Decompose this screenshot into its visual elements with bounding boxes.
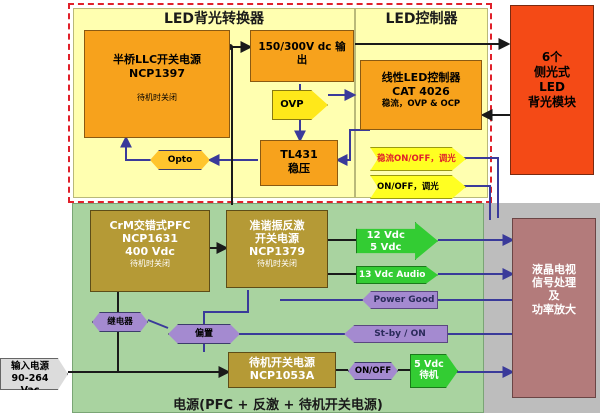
- pfc-block: CrM交错式PFC NCP1631 400 Vdc 待机时关闭: [90, 210, 210, 292]
- led-module-line3: LED: [539, 80, 565, 94]
- standby-title: 待机开关电源: [249, 356, 315, 369]
- arrow-12v: 12 Vdc: [366, 230, 405, 241]
- led-driver-title: 线性LED控制器: [381, 71, 461, 84]
- tl431-title: TL431: [280, 148, 318, 161]
- standby-5v-line1: 5 Vdc: [414, 359, 444, 370]
- power-good-label: Power Good: [373, 295, 435, 305]
- bias-node: 偏置: [168, 324, 240, 344]
- onoff-dim-label: ON/OFF，调光: [377, 182, 439, 192]
- pfc-title: CrM交错式PFC: [109, 219, 191, 232]
- steady-onoff-arrow: 稳流ON/OFF，调光: [370, 147, 466, 171]
- onoff-node: ON/OFF: [348, 362, 398, 380]
- llc-title: 半桥LLC开关电源: [112, 53, 202, 66]
- input-line2: 90-264 Vac: [11, 372, 49, 396]
- opto-node: Opto: [150, 150, 210, 170]
- onoff-dim-arrow: ON/OFF，调光: [370, 175, 466, 199]
- wire-tv-to-led-control: [462, 157, 499, 218]
- led-driver-features: 稳流，OVP & OCP: [381, 98, 461, 109]
- llc-power-block: 半桥LLC开关电源 NCP1397 待机时关闭: [84, 30, 230, 138]
- tv-line1: 液晶电视: [532, 263, 576, 276]
- arrow-5v: 5 Vdc: [370, 242, 402, 253]
- pfc-chip: NCP1631: [122, 232, 178, 246]
- flyback-chip: NCP1379: [249, 245, 305, 259]
- led-driver-chip: CAT 4026: [392, 84, 450, 98]
- standby-5v-line2: 待机: [419, 370, 439, 382]
- pfc-voltage: 400 Vdc: [125, 245, 175, 259]
- power-region-title: 电源(PFC + 反激 + 待机开关电源): [173, 398, 383, 413]
- wire-relay: [147, 319, 169, 329]
- llc-chip: NCP1397: [129, 66, 185, 80]
- pfc-note: 待机时关闭: [130, 258, 170, 268]
- led-module-block: 6个 侧光式 LED 背光模块: [510, 5, 594, 175]
- wire-bias: [203, 290, 249, 334]
- tv-line2: 信号处理: [532, 276, 576, 290]
- flyback-block: 准谐振反激 开关电源 NCP1379 待机时关闭: [226, 210, 328, 288]
- stby-label: St-by / ON: [374, 329, 426, 339]
- tl431-block: TL431 稳压: [260, 140, 338, 186]
- led-controller-region-title: LED控制器: [385, 11, 458, 27]
- output-line1: 150/300V dc 输: [258, 41, 346, 53]
- wire-tv-to-onoff: [462, 185, 491, 220]
- audio-arrow: 13 Vdc Audio: [356, 266, 438, 284]
- standby-block: 待机开关电源 NCP1053A: [228, 352, 336, 388]
- input-line1: 输入电源: [11, 361, 50, 372]
- output-line2: 出: [296, 54, 308, 67]
- power-good-arrow: Power Good: [362, 291, 438, 309]
- led-module-line2: 侧光式: [533, 65, 570, 79]
- hv-output-block: 150/300V dc 输 出: [250, 30, 354, 82]
- wire-opto-to-llc: [120, 135, 150, 161]
- tl431-sub: 稳压: [288, 161, 310, 175]
- relay-node: 继电器: [92, 312, 148, 332]
- tv-processing-block: 液晶电视 信号处理 及 功率放大: [512, 218, 596, 398]
- flyback-note: 待机时关闭: [257, 258, 297, 268]
- standby-chip: NCP1053A: [249, 369, 315, 383]
- led-module-line1: 6个: [541, 50, 563, 64]
- tv-line4: 功率放大: [532, 302, 576, 316]
- wire-led-driver-to-tl431: [335, 129, 370, 166]
- led-driver-block: 线性LED控制器 CAT 4026 稳流，OVP & OCP: [360, 60, 482, 130]
- llc-note: 待机时关闭: [137, 92, 177, 102]
- stby-arrow: St-by / ON: [344, 325, 448, 343]
- ovp-label: OVP: [280, 99, 304, 110]
- led-module-line4: 背光模块: [527, 95, 576, 109]
- flyback-title: 准谐振反激: [249, 219, 305, 232]
- input-power-arrow: 输入电源 90-264 Vac: [0, 358, 68, 390]
- backlight-region-title: LED背光转换器: [163, 11, 265, 27]
- backlight-dashed-frame: [68, 3, 492, 203]
- steady-onoff-label: 稳流ON/OFF，调光: [377, 154, 456, 164]
- arrow-audio: 13 Vdc Audio: [358, 270, 426, 280]
- flyback-sub: 开关电源: [255, 232, 299, 246]
- tv-line3: 及: [548, 289, 560, 303]
